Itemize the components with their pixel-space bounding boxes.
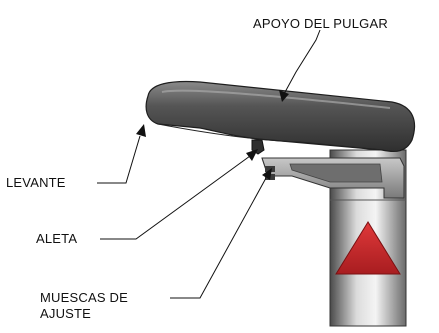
thumb-rest [145, 80, 416, 152]
label-notches-line1: MUESCAS DE [40, 290, 128, 305]
label-adjustment-notches: MUESCAS DE AJUSTE [40, 290, 128, 322]
thumb-rest-leader [283, 29, 321, 95]
notches-leader [170, 177, 267, 299]
fin-arrowhead [246, 149, 258, 161]
notches-arrowhead [262, 168, 272, 180]
lift-arrowhead [136, 124, 146, 137]
label-fin: ALETA [36, 231, 78, 246]
thumb-rest-arrowhead [279, 90, 289, 102]
label-thumb-rest: APOYO DEL PULGAR [253, 16, 388, 31]
lift-leader [97, 135, 141, 184]
label-notches-line2: AJUSTE [40, 306, 92, 321]
fin-leader [100, 155, 251, 240]
label-lift: LEVANTE [6, 175, 66, 190]
red-triangle-indicator [335, 221, 401, 275]
leader-lines [97, 29, 321, 299]
